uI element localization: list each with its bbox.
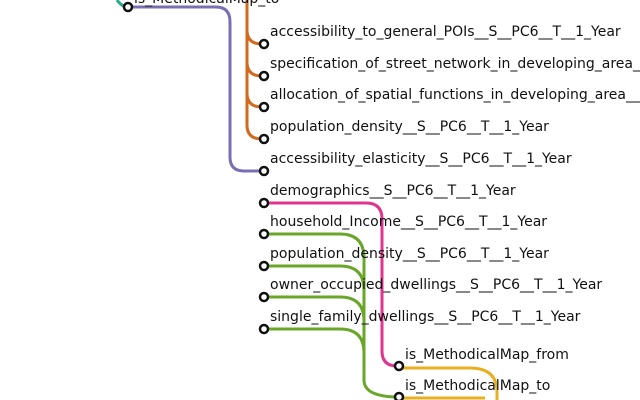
node-branch-0[interactable] bbox=[258, 38, 270, 50]
node-branch-3[interactable] bbox=[258, 133, 270, 145]
link-green-1 bbox=[264, 232, 400, 399]
node-label-branch-3: population_density__S__PC6__T__1_Year bbox=[270, 119, 549, 135]
node-branch-9[interactable] bbox=[258, 323, 270, 335]
node-methodicalmap-from[interactable] bbox=[393, 360, 405, 372]
node-branch-8[interactable] bbox=[258, 291, 270, 303]
link-purple bbox=[128, 5, 264, 173]
node-label-branch-9: single_family_dwellings__S__PC6__T__1_Ye… bbox=[270, 309, 581, 325]
link-green-3 bbox=[264, 295, 366, 322]
node-label-branch-1: specification_of_street_network_in_devel… bbox=[270, 56, 640, 72]
node-label-methodicalmap-to-bottom: is_MethodicalMap_to bbox=[405, 378, 551, 394]
link-yellow bbox=[400, 366, 499, 400]
node-branch-6[interactable] bbox=[258, 228, 270, 240]
link-green-4 bbox=[264, 327, 366, 354]
node-label-branch-6: household_Income__S__PC6__T__1_Year bbox=[270, 214, 548, 230]
node-label-branch-4: accessibility_elasticity__S__PC6__T__1_Y… bbox=[270, 151, 572, 167]
node-branch-1[interactable] bbox=[258, 70, 270, 82]
node-branch-5[interactable] bbox=[258, 197, 270, 209]
node-label-branch-2: allocation_of_spatial_functions_in_devel… bbox=[270, 87, 640, 103]
node-branch-7[interactable] bbox=[258, 260, 270, 272]
link-green-2 bbox=[264, 264, 366, 291]
node-top-methodicalmap-to[interactable] bbox=[122, 1, 134, 13]
link-pink bbox=[264, 201, 398, 368]
node-label-methodicalmap-from: is_MethodicalMap_from bbox=[405, 347, 569, 363]
node-label-top: is_MethodicalMap_to bbox=[134, 0, 279, 7]
node-label-branch-8: owner_occupied_dwellings__S__PC6__T__1_Y… bbox=[270, 277, 603, 293]
node-label-branch-5: demographics__S__PC6__T__1_Year bbox=[270, 183, 516, 199]
node-branch-4[interactable] bbox=[258, 165, 270, 177]
node-label-branch-0: accessibility_to_general_POIs__S__PC6__T… bbox=[270, 24, 621, 40]
node-branch-2[interactable] bbox=[258, 101, 270, 113]
node-label-branch-7: population_density__S__PC6__T__1_Year bbox=[270, 246, 549, 262]
node-methodicalmap-to-bottom[interactable] bbox=[393, 391, 405, 400]
